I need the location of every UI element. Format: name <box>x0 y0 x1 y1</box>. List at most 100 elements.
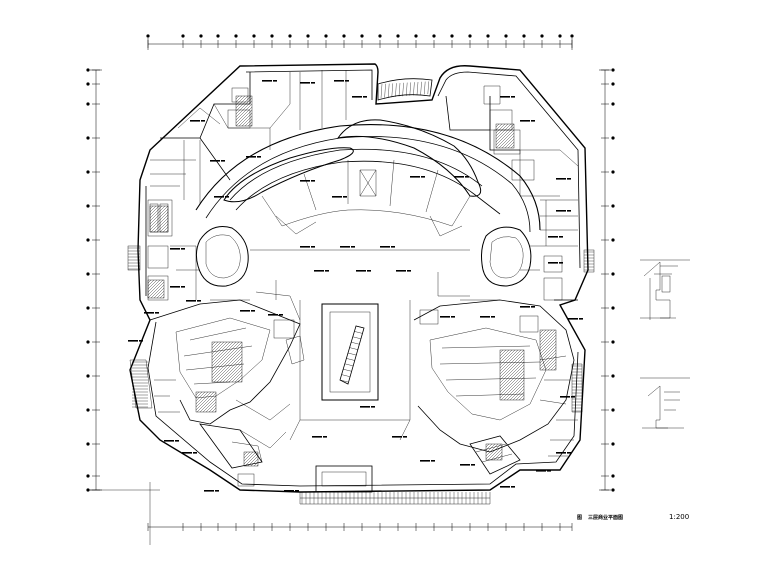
grid-axis-bubble <box>611 82 615 86</box>
annotation-tag <box>356 270 366 272</box>
escalator-step <box>354 331 363 334</box>
annotation-tag <box>440 316 450 318</box>
hatch-line <box>539 329 553 343</box>
annotation-tag <box>181 286 185 288</box>
bridge-slat <box>402 82 404 97</box>
annotation-tag <box>300 180 310 182</box>
annotation-tag <box>186 300 196 302</box>
hatch-line <box>485 443 502 460</box>
annotation-tag <box>240 310 250 312</box>
hatch-line <box>238 112 253 127</box>
annotation-marks <box>128 80 583 492</box>
annotation-tag <box>170 286 180 288</box>
hatch-line <box>539 346 557 364</box>
bridge-slat <box>391 83 393 98</box>
annotation-tag <box>352 96 362 98</box>
annotation-tag <box>246 156 256 158</box>
grid-axis-bubble <box>86 82 90 86</box>
annotation-tag <box>500 96 510 98</box>
hatch-line <box>153 217 169 233</box>
annotation-tag <box>410 176 420 178</box>
annotation-tag <box>491 316 495 318</box>
hatch-line <box>518 394 525 401</box>
annotation-tag <box>300 246 310 248</box>
grid-axis-bubble <box>450 34 454 38</box>
hatch-line <box>214 410 217 413</box>
hatch-line <box>228 368 243 383</box>
grid-axis-bubble <box>611 340 615 344</box>
hatch-line <box>539 352 557 370</box>
hatch-line <box>503 379 525 401</box>
annotation-tag <box>201 120 205 122</box>
annotation-tag <box>170 248 180 250</box>
grid-axis-bubble <box>86 408 90 412</box>
hatch-line <box>147 281 165 299</box>
annotation-tag <box>182 452 192 454</box>
hatch-line <box>539 343 557 361</box>
hatch-line <box>149 211 169 231</box>
hatch-line <box>243 451 254 462</box>
grid-axis-bubble <box>611 204 615 208</box>
annotation-tag <box>155 312 159 314</box>
grid-axis-bubble <box>570 34 574 38</box>
hatch-line <box>521 397 525 401</box>
grid-axis-bubble <box>86 238 90 242</box>
hatch-line <box>539 337 557 355</box>
hatch-line <box>147 279 155 287</box>
grid-axis-bubble <box>306 34 310 38</box>
bridge-slat <box>427 81 429 95</box>
annotation-tag <box>175 440 179 442</box>
annotation-tag <box>536 470 546 472</box>
central-arc-atrium <box>195 119 541 237</box>
hatch-line <box>539 349 557 367</box>
annotation-tag <box>407 270 411 272</box>
annotation-tag <box>511 486 515 488</box>
annotation-tag <box>556 210 566 212</box>
escalator-step <box>339 379 349 383</box>
hatch-line <box>487 445 503 461</box>
bridge-slat <box>413 82 415 96</box>
hatch-line <box>234 374 243 383</box>
hatch-line <box>211 341 216 346</box>
annotation-tag <box>451 316 455 318</box>
annotation-tag <box>312 436 322 438</box>
grid-axis-bubble <box>611 306 615 310</box>
hatch-line <box>539 329 556 346</box>
annotation-tag <box>262 80 272 82</box>
bridge-slat <box>424 81 426 95</box>
grid-axis-bubble <box>611 474 615 478</box>
hatch-line <box>495 123 503 131</box>
annotation-tag <box>460 464 470 466</box>
grid-axis-markers <box>86 34 615 531</box>
annotation-tag <box>311 180 315 182</box>
annotation-tag <box>345 80 349 82</box>
annotation-tag <box>295 490 299 492</box>
hatch-line <box>539 329 547 337</box>
hatch-line <box>256 464 259 467</box>
hatch-line <box>550 364 557 371</box>
rooms-top-right <box>445 85 579 301</box>
bridge-arc <box>377 78 433 101</box>
grid-axis-bubble <box>86 374 90 378</box>
hatch-line <box>510 144 515 149</box>
annotation-tag <box>214 196 224 198</box>
central-void <box>321 303 379 401</box>
hatch-line <box>199 395 217 413</box>
hatch-line <box>211 341 225 355</box>
annotation-tag <box>314 270 324 272</box>
grid-axis-bubble <box>216 34 220 38</box>
grid-axis-bubble <box>360 34 364 38</box>
hatch-line <box>235 103 253 121</box>
drawing-title-block: 图 三层商业平面图 1:200 <box>577 511 689 523</box>
hatch-line <box>159 293 165 299</box>
grid-axis-bubble <box>611 136 615 140</box>
annotation-tag <box>548 262 558 264</box>
hatch-line <box>235 109 253 127</box>
stair-west <box>149 205 169 233</box>
hatch-line <box>147 279 164 296</box>
hatch-line <box>499 355 525 381</box>
grid-axis-bubble <box>486 34 490 38</box>
hatch-line <box>501 135 515 149</box>
annotation-tag <box>567 178 571 180</box>
hatch-line <box>153 287 165 299</box>
